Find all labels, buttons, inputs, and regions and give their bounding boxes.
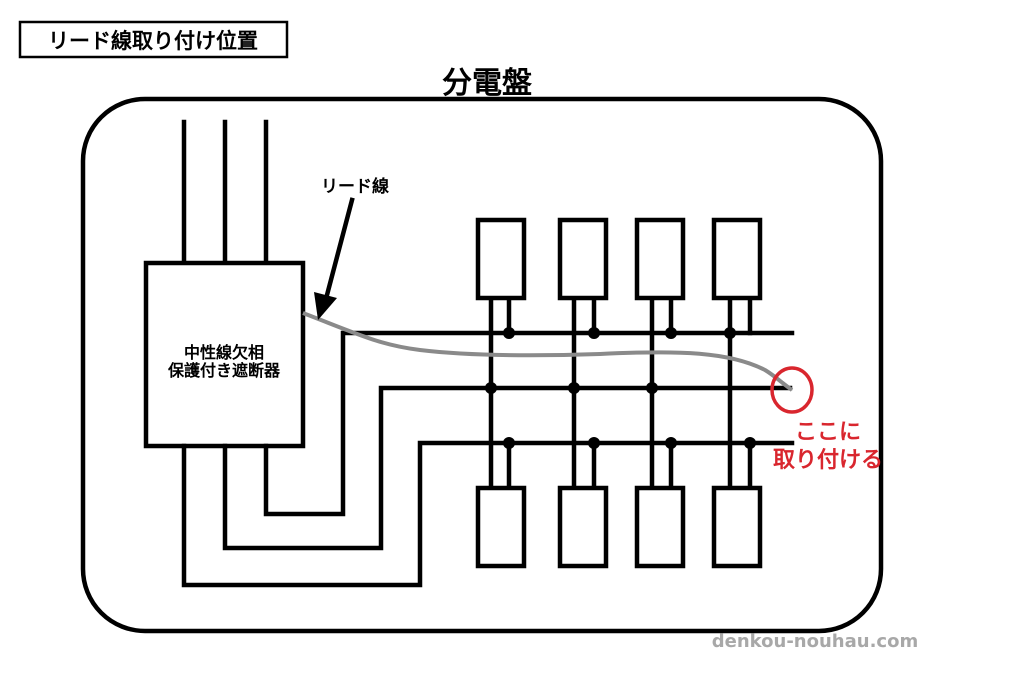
breaker-label-line1: 中性線欠相 [184,343,264,362]
junction-dot [665,437,677,449]
breaker-label-line2: 保護付き遮断器 [167,361,281,380]
junction-dot [665,327,677,339]
branch-breaker-upper [634,217,686,301]
junction-dot [646,382,658,394]
annotation-line2: 取り付ける [773,448,883,473]
incoming-lines [181,119,269,265]
diagram-title: 分電盤 [442,66,532,101]
annotation-line1: ここに [795,420,861,445]
junction-dot [503,437,515,449]
junction-dot [744,437,756,449]
junction-dot [503,327,515,339]
header-label: リード線取り付け位置 [48,29,258,53]
branch-breakers [475,217,763,569]
panel-enclosure [80,96,884,634]
junction-dot [568,382,580,394]
branch-breaker-lower [557,485,609,569]
branch-breaker-lower [475,485,527,569]
arrow-icon [314,197,355,320]
header-label-box: リード線取り付け位置 [18,20,289,59]
junction-dot [485,382,497,394]
branch-breaker-lower [711,485,763,569]
lead-wire-label: リード線 [321,176,389,197]
junction-dot [724,327,736,339]
branch-breaker-lower [634,485,686,569]
junction-dot [588,327,600,339]
branch-breaker-upper [557,217,609,301]
branch-breaker-upper [711,217,763,301]
branch-breaker-upper [475,217,527,301]
watermark: denkou-nouhau.com [712,631,918,652]
junction-dot [588,437,600,449]
attach-point-circle [770,366,814,414]
lead-wire [302,311,794,392]
